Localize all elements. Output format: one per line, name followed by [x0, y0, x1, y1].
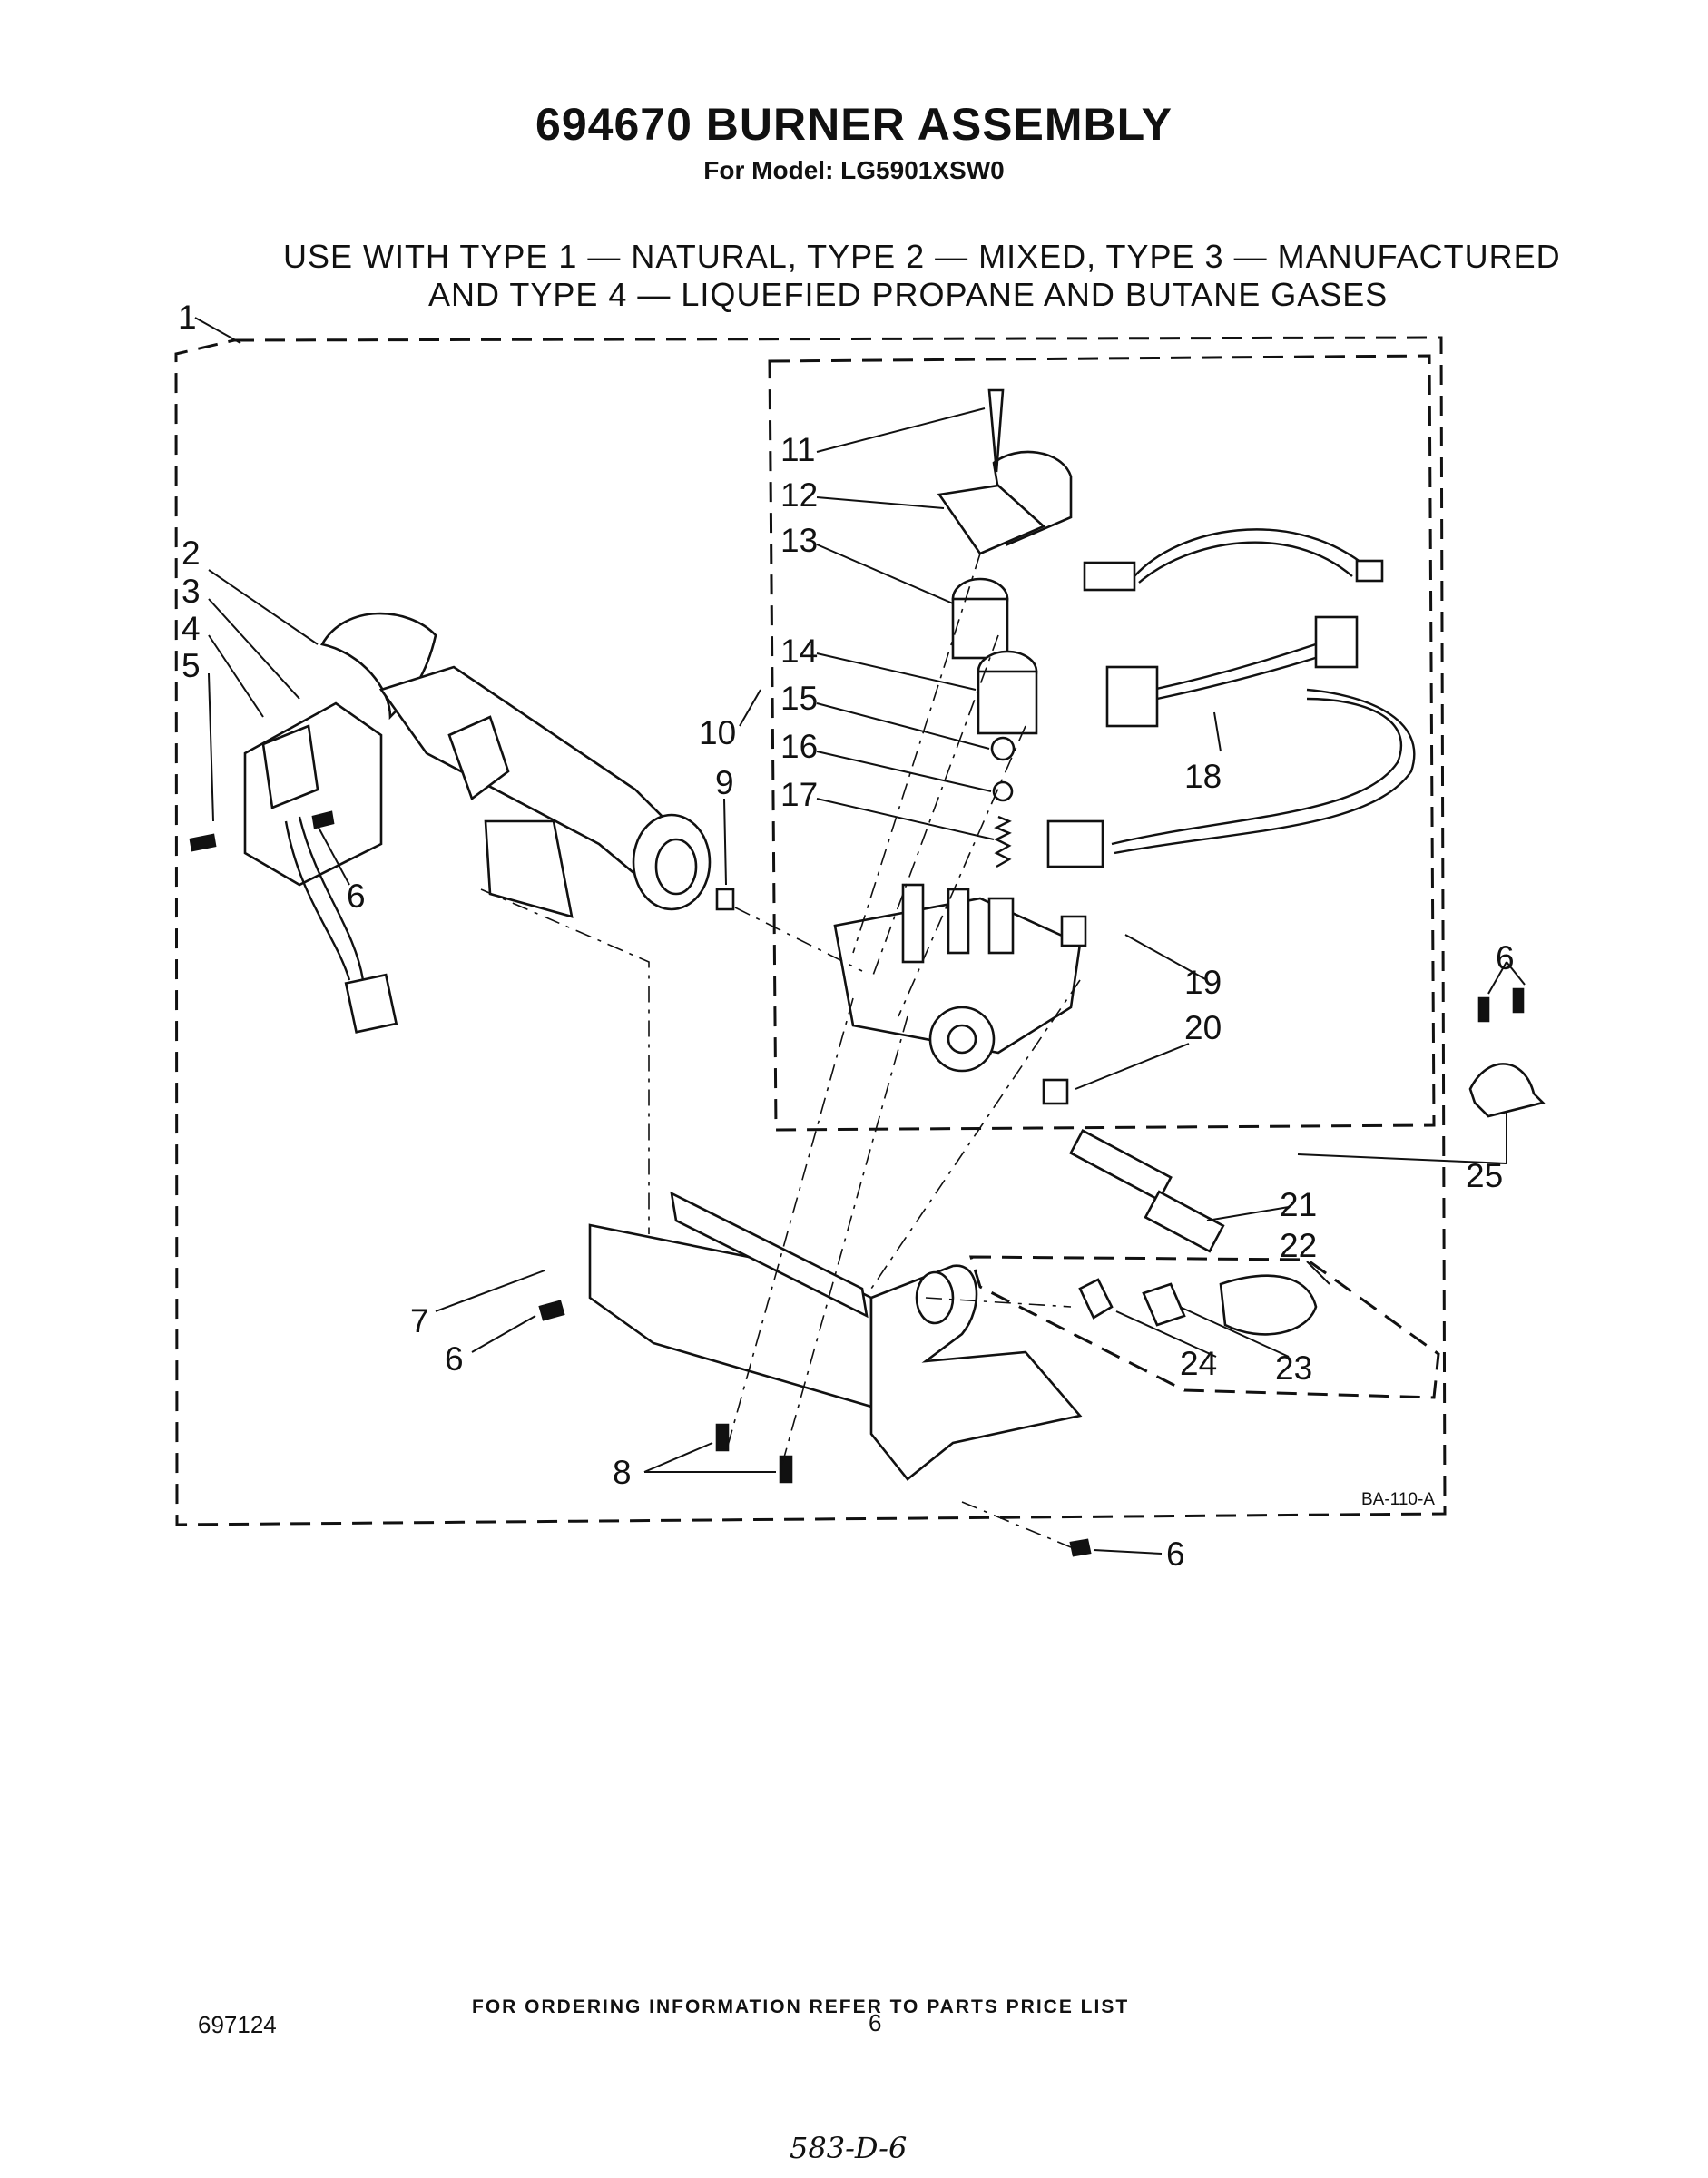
- callout-6-left: 6: [347, 878, 366, 915]
- base-bracket: [588, 1191, 1083, 1481]
- alignment-lines: [480, 553, 1081, 1548]
- model-line: For Model: LG5901XSW0: [703, 156, 1005, 184]
- callout-4: 4: [182, 610, 201, 647]
- screws: [189, 810, 1092, 1557]
- callout-8: 8: [613, 1454, 632, 1491]
- wire-clip: [1468, 987, 1546, 1118]
- callout-19: 19: [1184, 964, 1222, 1001]
- igniter-subassembly-boundary: [968, 1255, 1440, 1399]
- ignitor-bracket: [243, 701, 398, 1034]
- callout-6-bracket: 6: [445, 1340, 464, 1378]
- callout-10: 10: [699, 714, 736, 751]
- document-number: 697124: [198, 2011, 277, 2038]
- callout-24: 24: [1180, 1345, 1217, 1382]
- igniter-pipe: [1069, 1129, 1318, 1336]
- callout-6-right: 6: [1496, 939, 1515, 976]
- valve-small-parts: [987, 388, 1087, 1105]
- callout-15: 15: [780, 680, 818, 717]
- callout-12: 12: [780, 476, 818, 514]
- gas-valve: [833, 883, 1082, 1073]
- callout-25: 25: [1466, 1157, 1503, 1194]
- callout-16: 16: [780, 728, 818, 765]
- usage-line-1: USE WITH TYPE 1 — NATURAL, TYPE 2 — MIXE…: [283, 238, 1561, 275]
- wiring-harness: [1046, 528, 1416, 868]
- callout-22: 22: [1280, 1227, 1317, 1264]
- solenoid-coils: [937, 450, 1073, 735]
- callout-5: 5: [182, 647, 201, 684]
- callout-3: 3: [182, 573, 201, 610]
- leader-lines: [194, 317, 1526, 1555]
- callout-1: 1: [178, 299, 197, 336]
- callout-9: 9: [715, 764, 734, 801]
- page-number: 6: [869, 2009, 882, 2036]
- callout-18: 18: [1184, 758, 1222, 795]
- callout-13: 13: [780, 522, 818, 559]
- callout-17: 17: [780, 776, 818, 813]
- callout-numbers: 1 2 3 4 5 6 6 6 6 6 7 8 9 10 11 12 13 14…: [178, 299, 1515, 1573]
- callout-23: 23: [1275, 1349, 1312, 1387]
- valve-subassembly-boundary: [768, 354, 1436, 1132]
- burner-tube: [320, 612, 712, 918]
- handwritten-note: 583-D-6: [790, 2131, 908, 2165]
- page-title: 694670 BURNER ASSEMBLY: [535, 99, 1173, 150]
- outer-assembly-boundary: [174, 336, 1447, 1526]
- callout-11: 11: [780, 431, 815, 468]
- callout-20: 20: [1184, 1009, 1222, 1046]
- callout-14: 14: [780, 633, 818, 670]
- callout-21: 21: [1280, 1186, 1317, 1223]
- callout-6-bottom: 6: [1166, 1535, 1185, 1573]
- ordering-note: FOR ORDERING INFORMATION REFER TO PARTS …: [472, 1996, 1130, 2017]
- callout-7: 7: [410, 1302, 429, 1339]
- usage-line-2: AND TYPE 4 — LIQUEFIED PROPANE AND BUTAN…: [428, 276, 1389, 313]
- diagram-code: BA-110-A: [1361, 1490, 1435, 1509]
- callout-2: 2: [182, 535, 201, 572]
